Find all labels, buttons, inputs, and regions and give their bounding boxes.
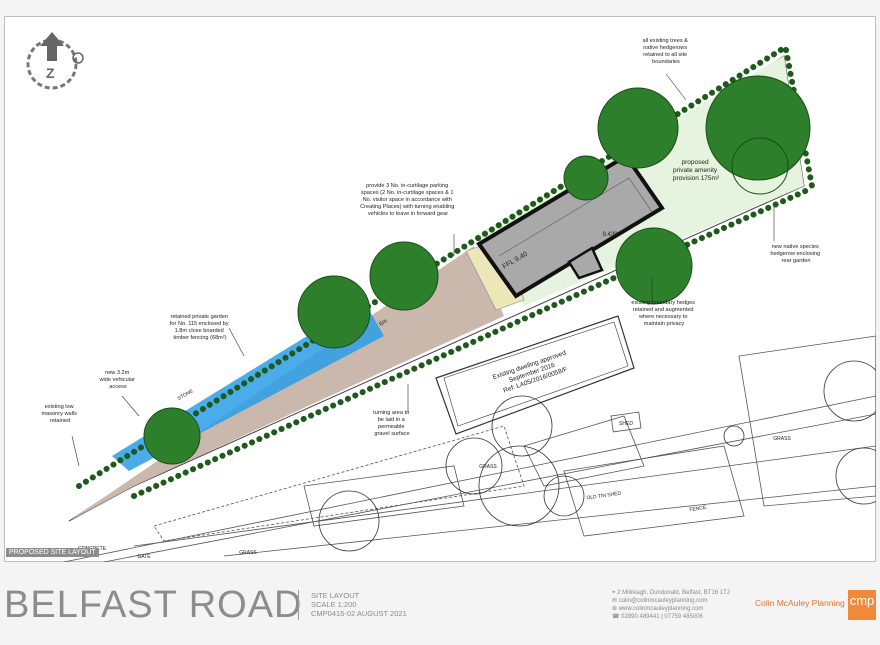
- site-plan: Z all existing trees & native hedgerows …: [4, 16, 876, 562]
- email-icon: ✉: [612, 598, 618, 604]
- fence-label: FENCE: [689, 505, 707, 513]
- grass-label-3: GRASS: [239, 550, 257, 556]
- contact-details: ⌖ 2 Millreagh, Dundonald, Belfast, BT16 …: [612, 589, 730, 621]
- existing-tree-outlines: [318, 360, 876, 552]
- gate-label: GATE: [137, 554, 151, 560]
- drawing-info: SITE LAYOUT SCALE 1:200 CMP0415-02 AUGUS…: [311, 591, 407, 618]
- drawing-info-line: CMP0415-02 AUGUST 2021: [311, 609, 407, 618]
- drawing-title: BELFAST ROAD: [4, 584, 303, 626]
- drawing-info-line: SCALE 1:200: [311, 600, 357, 609]
- north-arrow-icon: Z: [26, 32, 84, 90]
- firm-name: Colin McAuley Planning: [755, 598, 845, 608]
- boundary-note: existing boundary hedges retained and au…: [631, 300, 696, 327]
- old-tin-shed-label: OLD TIN SHED: [586, 491, 622, 502]
- level-label: 9.438: [602, 232, 618, 238]
- grass-label: GRASS: [773, 436, 791, 442]
- shed-label: SHED: [619, 421, 633, 427]
- turning-note: turning area to be laid in a permeable g…: [373, 410, 411, 437]
- road-linework: [63, 335, 876, 562]
- title-divider: [298, 590, 299, 620]
- native-hedge-note: new native species hedgerow enclosing re…: [770, 244, 821, 264]
- parking-note: provide 3 No. in-curtilage parking space…: [360, 183, 456, 217]
- annotation-leaders: [71, 73, 775, 467]
- proposed-trees: [143, 75, 811, 465]
- phone-icon: ☎: [612, 614, 620, 620]
- approved-dwelling: [435, 315, 635, 435]
- firm-logo: cmp: [848, 590, 876, 620]
- contact-phone: ☎ 02890 489441 | 07759 485006: [612, 614, 703, 620]
- amenity-note: proposed private amenity provision 175m²: [673, 159, 720, 182]
- hedgerows-note: all existing trees & native hedgerows re…: [643, 38, 690, 65]
- walls-note: existing low masonry walls retained: [42, 404, 79, 424]
- private-garden-note: retained private garden for No. 115 encl…: [170, 314, 230, 341]
- dimension-6m: 6m: [378, 318, 388, 327]
- web-icon: ⊕: [612, 606, 618, 612]
- contact-web[interactable]: ⊕ www.colinmcauleyplanning.com: [612, 606, 704, 612]
- access-note: new 3.2m wide vehicular access: [98, 370, 136, 390]
- contact-email[interactable]: ✉ colin@colinmcauleyplanning.com: [612, 598, 708, 604]
- location-icon: ⌖: [612, 590, 616, 596]
- svg-text:Z: Z: [46, 65, 55, 81]
- grass-label-2: GRASS: [479, 464, 497, 470]
- layout-label: PROPOSED SITE LAYOUT: [6, 548, 99, 557]
- drawing-info-line: SITE LAYOUT: [311, 591, 360, 600]
- contact-address: ⌖ 2 Millreagh, Dundonald, Belfast, BT16 …: [612, 590, 730, 596]
